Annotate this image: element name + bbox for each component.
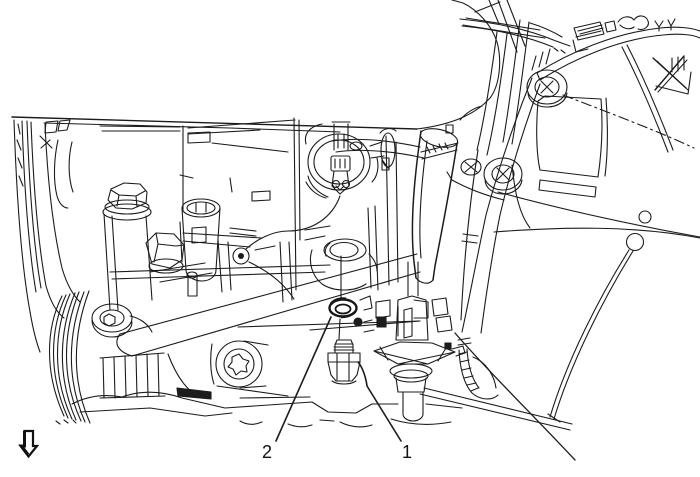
svg-text:2: 2 bbox=[262, 442, 272, 462]
svg-text:1: 1 bbox=[402, 442, 412, 462]
